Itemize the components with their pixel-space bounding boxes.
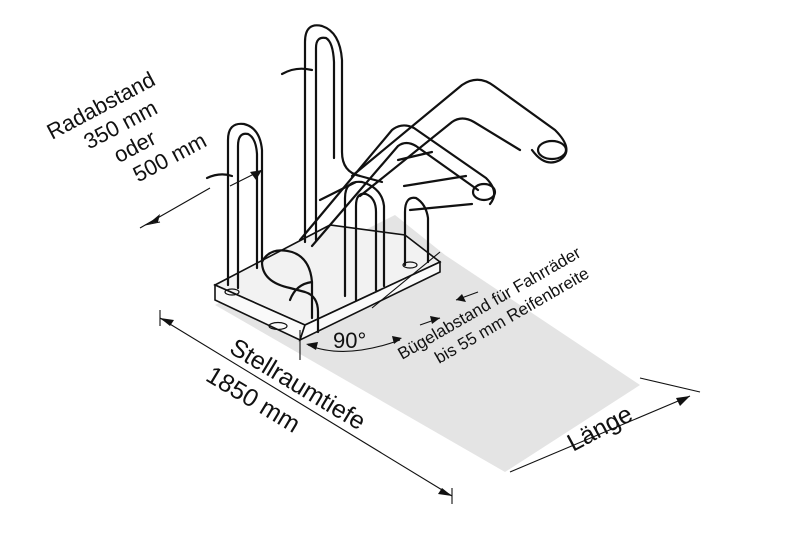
- dim-spacing: [419, 291, 479, 326]
- dim-wheelbase: [139, 169, 263, 229]
- dim-angle: [306, 251, 441, 352]
- dim-length: [509, 377, 701, 473]
- label-angle: 90°: [333, 328, 366, 353]
- dim-depth: [159, 310, 453, 504]
- label-wheelbase: Radabstand 350 mm oder 500 mm: [43, 67, 211, 187]
- rack-tubes: [205, 24, 568, 334]
